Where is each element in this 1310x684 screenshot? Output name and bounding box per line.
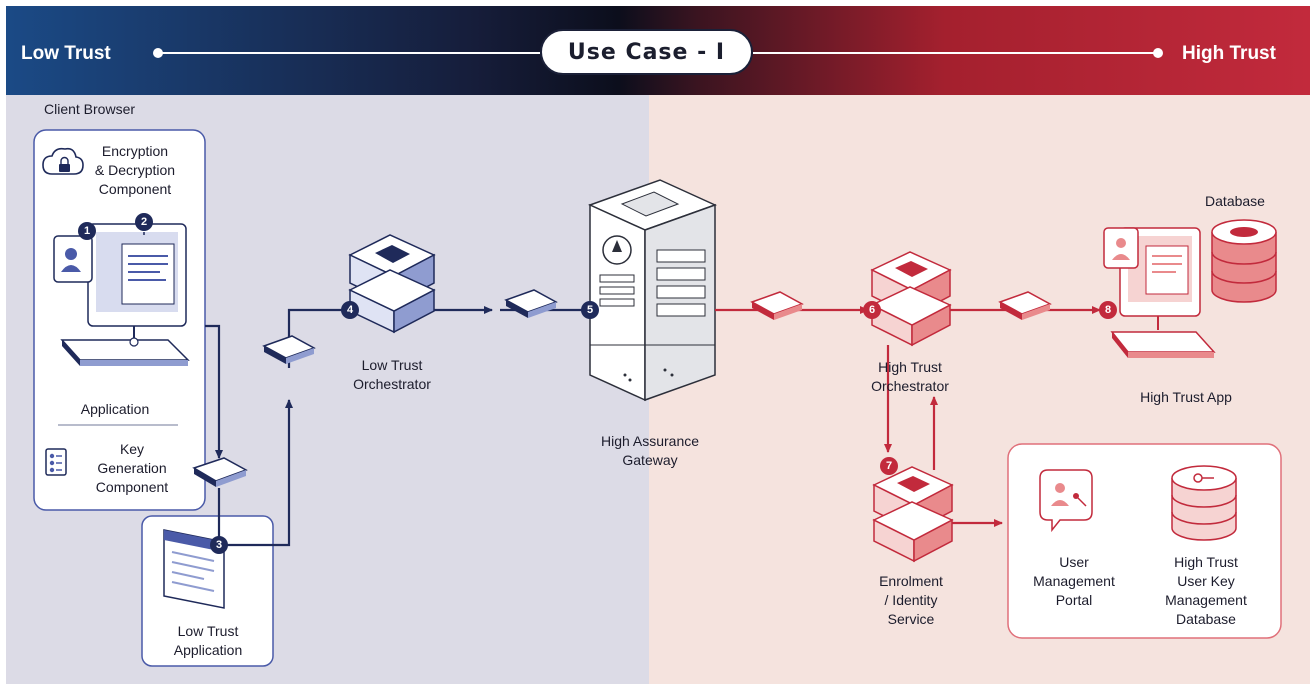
application-computer [60, 223, 190, 366]
user-key-database-label: High Trust User Key Management Database [1165, 554, 1247, 627]
key-icon [1193, 473, 1214, 483]
application-label: Application [80, 401, 150, 417]
token-card [750, 291, 804, 320]
step-badge-6: 6 [863, 301, 881, 319]
step-badge-7: 7 [880, 457, 898, 475]
enrolment-service-server [872, 466, 954, 563]
high-trust-header-label: High Trust [1182, 43, 1276, 64]
step-badge-1: 1 [78, 222, 96, 240]
step-badge-8: 8 [1099, 301, 1117, 319]
high-assurance-gateway-server [588, 179, 717, 402]
high-trust-app-computer [1103, 227, 1216, 358]
database-cylinder [1211, 219, 1277, 303]
low-trust-header-label: Low Trust [21, 43, 111, 64]
token-card [998, 291, 1052, 320]
step-badge-5: 5 [581, 301, 599, 319]
high-trust-orchestrator-label: High Trust Orchestrator [871, 359, 949, 394]
user-management-portal-icon [1039, 469, 1093, 533]
low-trust-orchestrator-label: Low Trust Orchestrator [353, 357, 431, 392]
token-card [504, 289, 558, 318]
low-trust-orchestrator-server [348, 234, 436, 334]
keygen-icon [45, 448, 67, 476]
user-key-database-cylinder [1171, 465, 1237, 541]
step-badge-3: 3 [210, 536, 228, 554]
enrolment-service-label: Enrolment / Identity Service [879, 573, 943, 627]
keygen-component-label: Key Generation Component [95, 441, 169, 495]
step-badge-2: 2 [135, 213, 153, 231]
user-profile-icon [53, 235, 93, 283]
encryption-component-label: Encryption & Decryption Component [94, 143, 176, 197]
token-card [192, 457, 248, 487]
low-trust-application-label: Low Trust Application [173, 623, 243, 658]
client-browser-label: Client Browser [44, 101, 136, 117]
token-card [262, 335, 316, 364]
low-trust-application-window [163, 529, 225, 609]
user-management-portal-label: User Management Portal [1033, 554, 1115, 608]
high-trust-orchestrator-server [870, 251, 952, 347]
database-label: Database [1205, 193, 1265, 209]
step-badge-4: 4 [341, 301, 359, 319]
cloud-lock-icon [42, 147, 84, 175]
high-trust-app-label: High Trust App [1140, 389, 1232, 405]
use-case-title: Use Case - I [540, 29, 753, 75]
gateway-label: High Assurance Gateway [600, 433, 700, 468]
